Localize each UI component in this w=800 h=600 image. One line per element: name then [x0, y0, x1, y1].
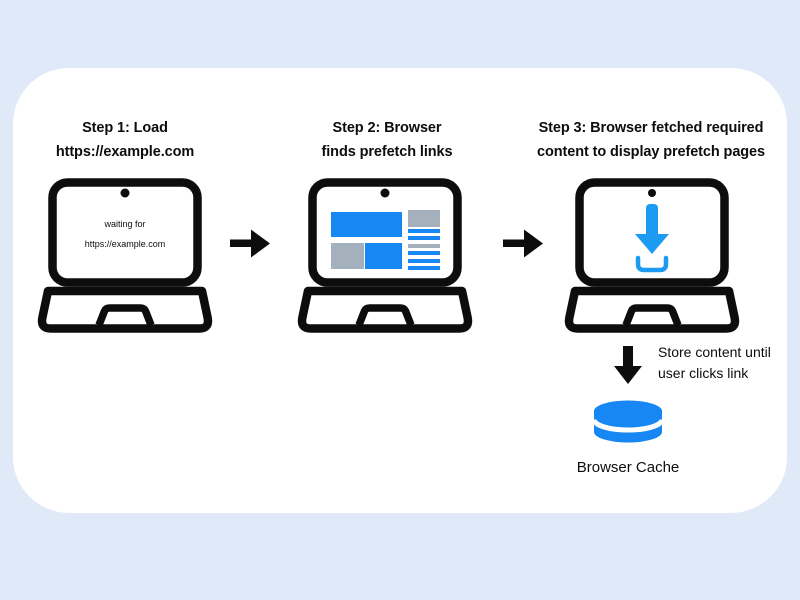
touchpad-notch	[622, 304, 682, 327]
cache-note-line2: user clicks link	[658, 364, 749, 381]
wireframe-sidebar-image	[407, 210, 440, 227]
laptop-icon-step2	[295, 172, 475, 334]
laptop1-screen-text: waiting for https://example.com	[49, 214, 201, 254]
step3-title: Step 3: Browser fetched required content…	[537, 116, 765, 164]
screen-text-line2: https://example.com	[84, 239, 166, 249]
webpage-wireframe-icon	[331, 210, 440, 272]
laptop-icon-step1: waiting for https://example.com	[35, 172, 215, 334]
cache-note: Store content until user clicks link	[658, 342, 771, 383]
step1-title-line2: https://example.com	[55, 144, 195, 160]
wireframe-thumb-gray	[331, 243, 364, 269]
wireframe-text-line	[407, 236, 440, 241]
wireframe-text-line	[407, 243, 440, 248]
step1-title-line1: Step 1: Load	[82, 120, 168, 136]
touchpad-notch	[95, 304, 155, 327]
arrow-right-icon	[230, 229, 270, 258]
camera-dot-icon	[120, 188, 130, 198]
screen-text-line1: waiting for	[104, 219, 146, 229]
cache-note-line1: Store content until	[658, 344, 771, 360]
step2-title-line2: finds prefetch links	[321, 144, 453, 160]
arrow-down-icon	[614, 346, 642, 384]
database-cylinder-icon	[592, 400, 664, 443]
step3-title-line2: content to display prefetch pages	[537, 144, 765, 160]
camera-dot-icon	[648, 189, 656, 197]
wireframe-text-line	[407, 258, 440, 263]
touchpad-notch	[355, 304, 415, 327]
wireframe-text-line	[407, 265, 440, 270]
cache-label: Browser Cache	[576, 459, 680, 476]
download-icon	[635, 204, 669, 273]
arrow-right-icon	[503, 229, 543, 258]
laptop-icon-step3	[562, 172, 742, 334]
wireframe-text-line	[407, 229, 440, 233]
step2-title-line1: Step 2: Browser	[332, 120, 442, 136]
wireframe-sidebar-column	[407, 210, 440, 270]
wireframe-thumb-blue	[365, 242, 402, 269]
step2-title: Step 2: Browser finds prefetch links	[322, 116, 453, 164]
download-tray	[635, 255, 669, 273]
step1-title: Step 1: Load https://example.com	[56, 116, 194, 164]
laptop-icon	[37, 178, 213, 333]
wireframe-text-line	[407, 251, 440, 256]
wireframe-hero-block	[331, 211, 402, 237]
step3-title-line1: Step 3: Browser fetched required	[538, 120, 764, 136]
camera-dot-icon	[380, 188, 390, 198]
laptop-icon	[564, 178, 740, 333]
